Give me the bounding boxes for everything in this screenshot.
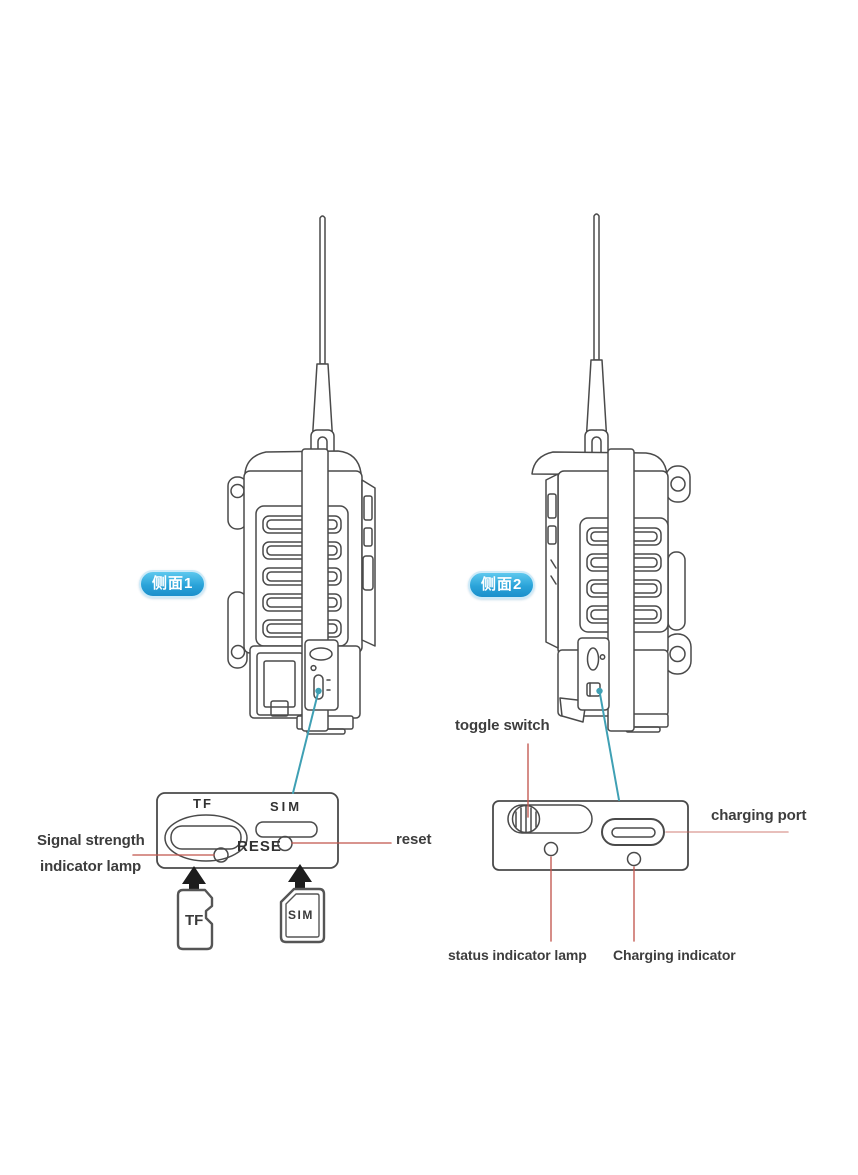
teal-connectors	[292, 687, 620, 801]
card-slot-panel	[156, 792, 339, 869]
status-indicator-label: status indicator lamp	[448, 947, 587, 963]
toggle-switch-label: toggle switch	[455, 717, 550, 734]
toggle-switch-shape	[507, 804, 593, 834]
sim-slot-label: SIM	[270, 799, 303, 814]
mounting-tabs	[227, 476, 248, 669]
tf-slot-label: TF	[193, 796, 213, 811]
front-strip	[545, 473, 559, 649]
up-arrow-icon	[288, 864, 312, 900]
tf-slot	[164, 814, 248, 862]
signal-strength-label-line2: indicator lamp	[40, 858, 142, 875]
port-door	[304, 639, 339, 711]
charging-port-shape	[601, 818, 665, 846]
insert-arrows	[182, 864, 312, 902]
left-camera-drawing	[227, 215, 376, 735]
sim-card-icon	[279, 887, 326, 944]
tf-card-label: TF	[185, 912, 204, 929]
antenna-icon	[584, 213, 609, 491]
signal-strength-label-line1: Signal strength	[37, 832, 145, 849]
side1-badge: 侧面1	[139, 570, 207, 598]
switch-panel	[492, 800, 689, 871]
status-lamp	[543, 841, 559, 857]
red-connectors	[132, 743, 789, 942]
mounting-tabs	[663, 465, 692, 675]
port-door	[577, 637, 610, 711]
front-strip	[361, 479, 376, 647]
charging-indicator-label: Charging indicator	[613, 947, 736, 963]
sim-card-label: SIM	[288, 908, 314, 922]
reset-label: reset	[396, 831, 432, 848]
tf-card-icon	[176, 888, 214, 951]
charging-lamp	[626, 851, 642, 867]
up-arrow-icon	[182, 866, 206, 902]
teal-connector-line	[598, 690, 620, 801]
teal-connector-line	[292, 690, 320, 794]
right-camera-drawing	[531, 213, 692, 733]
charging-port-label: charging port	[711, 807, 807, 824]
side2-badge: 侧面2	[468, 571, 536, 599]
strap-band	[607, 448, 635, 732]
rese-label: RESE	[237, 838, 282, 855]
